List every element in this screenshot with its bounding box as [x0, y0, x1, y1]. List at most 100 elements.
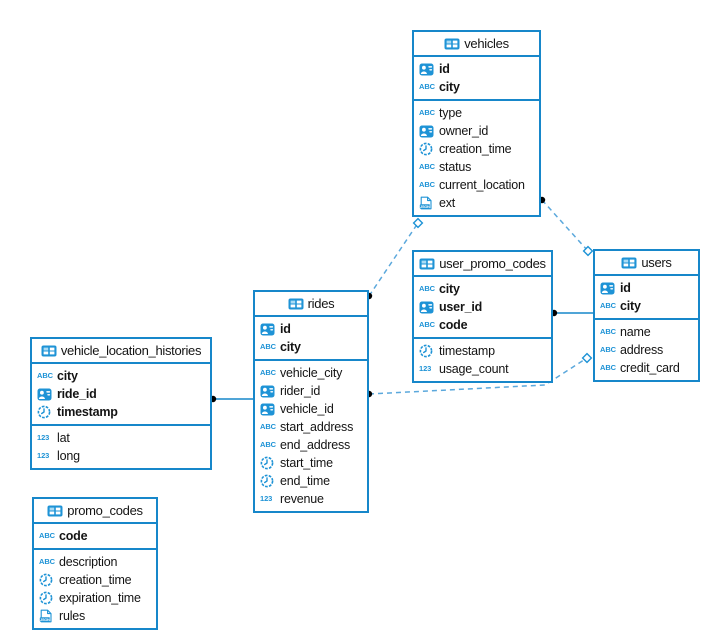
field-name: creation_time — [439, 142, 512, 156]
field-name: city — [280, 340, 301, 354]
uuid-person-badge-icon — [600, 282, 617, 295]
string-type-icon: ABC — [260, 342, 276, 352]
field-row-timestamp[interactable]: timestamp — [414, 342, 551, 360]
field-name: vehicle_id — [280, 402, 334, 416]
uuid-person-badge-icon — [419, 301, 436, 314]
timestamp-clock-icon — [39, 573, 56, 587]
field-row-name[interactable]: ABC name — [595, 323, 698, 341]
field-row-end_time[interactable]: end_time — [255, 472, 367, 490]
field-name: type — [439, 106, 462, 120]
table-icon — [41, 345, 57, 357]
field-name: timestamp — [439, 344, 495, 358]
field-name: current_location — [439, 178, 525, 192]
string-type-icon: ABC — [39, 557, 55, 567]
table-icon — [419, 258, 435, 270]
table-name: vehicle_location_histories — [60, 343, 202, 358]
field-name: name — [620, 325, 651, 339]
field-name: credit_card — [620, 361, 680, 375]
field-row-start_time[interactable]: start_time — [255, 454, 367, 472]
uuid-person-badge-icon — [419, 63, 436, 76]
field-name: city — [620, 299, 641, 313]
string-type-icon: ABC — [419, 180, 435, 190]
field-name: id — [280, 322, 291, 336]
field-name: id — [620, 281, 631, 295]
number-type-icon: 123 — [37, 433, 50, 443]
timestamp-clock-icon — [419, 142, 436, 156]
field-name: rules — [59, 609, 86, 623]
field-row-rider_id[interactable]: rider_id — [255, 382, 367, 400]
field-row-current_location[interactable]: ABC current_location — [414, 176, 539, 194]
field-row-owner_id[interactable]: owner_id — [414, 122, 539, 140]
field-name: usage_count — [439, 362, 509, 376]
field-row-description[interactable]: ABC description — [34, 553, 156, 571]
field-row-creation_time[interactable]: creation_time — [34, 571, 156, 589]
timestamp-clock-icon — [37, 405, 54, 419]
field-row-expiration_time[interactable]: expiration_time — [34, 589, 156, 607]
field-name: code — [59, 529, 88, 543]
table-header: vehicles — [414, 32, 539, 57]
field-name: long — [57, 449, 80, 463]
string-type-icon: ABC — [419, 162, 435, 172]
field-row-creation_time[interactable]: creation_time — [414, 140, 539, 158]
field-row-long[interactable]: 123 long — [32, 447, 210, 465]
field-row-timestamp[interactable]: timestamp — [32, 403, 210, 421]
json-type-icon: JSON — [419, 196, 436, 210]
field-row-id[interactable]: id — [595, 279, 698, 297]
number-type-icon: 123 — [37, 451, 50, 461]
field-name: id — [439, 62, 450, 76]
field-name: city — [57, 369, 78, 383]
field-row-vehicle_id[interactable]: vehicle_id — [255, 400, 367, 418]
field-row-ride_id[interactable]: ride_id — [32, 385, 210, 403]
timestamp-clock-icon — [419, 344, 436, 358]
table-name: rides — [307, 296, 335, 311]
uuid-person-badge-icon — [37, 388, 54, 401]
relation-diamond-marker — [581, 352, 593, 364]
uuid-person-badge-icon — [419, 125, 436, 138]
field-name: user_id — [439, 300, 483, 314]
field-name: start_address — [280, 420, 354, 434]
field-row-user_id[interactable]: user_id — [414, 298, 551, 316]
json-type-icon: JSON — [39, 609, 56, 623]
field-row-city[interactable]: ABC city — [255, 338, 367, 356]
relation-diamond-marker — [412, 217, 424, 229]
timestamp-clock-icon — [260, 474, 277, 488]
string-type-icon: ABC — [600, 327, 616, 337]
field-name: description — [59, 555, 118, 569]
field-name: city — [439, 282, 460, 296]
field-row-id[interactable]: id — [414, 60, 539, 78]
timestamp-clock-icon — [39, 591, 56, 605]
timestamp-clock-icon — [260, 456, 277, 470]
field-row-id[interactable]: id — [255, 320, 367, 338]
